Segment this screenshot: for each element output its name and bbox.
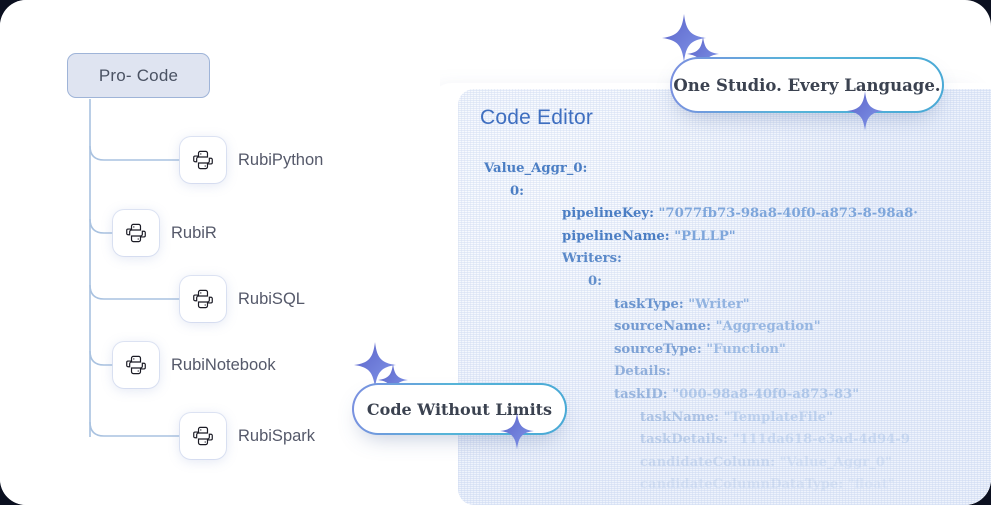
code-key: candidateColumnDataType:: [640, 477, 844, 493]
code-line: Value_Aggr_0:: [458, 158, 991, 181]
code-line: candidateColumn: "Value_Aggr_0": [458, 452, 991, 475]
code-key: pipelineKey:: [562, 206, 654, 222]
tree-node-label: RubiSQL: [238, 289, 305, 308]
badge-label: Code Without Limits: [366, 399, 553, 419]
code-line: taskType: "Writer": [458, 294, 991, 317]
code-key: 0:: [588, 273, 603, 289]
tree-root-node[interactable]: Pro- Code: [67, 53, 210, 98]
tree-node-label: RubiSpark: [238, 426, 316, 445]
code-key: taskDetails:: [640, 432, 728, 448]
code-line: candidateColumnDataType: "float": [458, 474, 991, 497]
code-line: Details:: [458, 361, 991, 384]
tree-node-rubispark[interactable]: RubiSpark: [180, 413, 315, 459]
code-key: 0:: [510, 183, 525, 199]
code-key: sourceType:: [614, 341, 702, 357]
code-line: pipelineKey: "7077fb73-98a8-40f0-a873-8-…: [458, 203, 991, 226]
python-logo-icon: [180, 413, 226, 459]
badge-label: One Studio. Every Language.: [673, 75, 941, 95]
code-key: sourceName:: [614, 319, 711, 335]
code-value: "Value_Aggr_0": [774, 454, 892, 470]
code-line: taskDetails: "111da618-e3ad-4d94-9: [458, 429, 991, 452]
sparkle-icon: [662, 14, 706, 62]
badge-one-studio-every-language[interactable]: One Studio. Every Language.: [670, 57, 944, 113]
code-value: "float": [843, 477, 895, 493]
panel-texture: [458, 89, 991, 505]
code-key: pipelineName:: [562, 228, 670, 244]
python-logo-icon: [113, 342, 159, 388]
code-value: "Function": [701, 341, 786, 357]
code-line: taskName: "TemplateFile": [458, 407, 991, 430]
code-line: sourceName: "Aggregation": [458, 316, 991, 339]
code-value: "Writer": [683, 296, 750, 312]
python-logo-icon: [180, 137, 226, 183]
tree-node-label: RubiNotebook: [171, 355, 276, 374]
code-key: taskID:: [614, 386, 668, 402]
code-line: 0:: [458, 271, 991, 294]
badge-code-without-limits[interactable]: Code Without Limits: [352, 383, 567, 435]
code-line: taskID: "000-98a8-40f0-a873-83": [458, 384, 991, 407]
code-editor-title: Code Editor: [480, 106, 594, 129]
python-logo-icon: [113, 210, 159, 256]
code-key: taskName:: [640, 409, 720, 425]
code-value: "7077fb73-98a8-40f0-a873-8-98a8·: [653, 206, 918, 222]
tree-node-label: RubiR: [171, 223, 217, 242]
code-key: Value_Aggr_0:: [484, 161, 588, 176]
code-line: 0:: [458, 181, 991, 204]
code-editor-panel[interactable]: [458, 89, 991, 505]
tree-node-rubinotebook[interactable]: RubiNotebook: [113, 342, 276, 388]
code-value: "Aggregation": [711, 319, 821, 335]
tree-root-label: Pro- Code: [98, 65, 179, 85]
tree-node-rubisql[interactable]: RubiSQL: [180, 276, 305, 322]
code-value: "PLLLP": [669, 228, 736, 244]
code-key: taskType:: [614, 296, 684, 312]
code-value: "000-98a8-40f0-a873-83": [667, 386, 860, 402]
code-content[interactable]: Value_Aggr_0: 0: pipelineKey: "7077fb73-98…: [458, 158, 991, 497]
code-key: candidateColumn:: [640, 454, 775, 470]
code-key: Writers:: [562, 251, 622, 267]
tree-node-label: RubiPython: [238, 150, 324, 169]
code-line: pipelineName: "PLLLP": [458, 226, 991, 249]
code-line: Writers:: [458, 248, 991, 271]
python-logo-icon: [180, 276, 226, 322]
code-value: "TemplateFile": [719, 409, 834, 425]
tree-node-rubir[interactable]: RubiR: [113, 210, 217, 256]
tree-node-rubipython[interactable]: RubiPython: [180, 137, 323, 183]
code-line: sourceType: "Function": [458, 339, 991, 362]
code-key: Details:: [614, 364, 671, 380]
code-value: "111da618-e3ad-4d94-9: [727, 432, 910, 448]
